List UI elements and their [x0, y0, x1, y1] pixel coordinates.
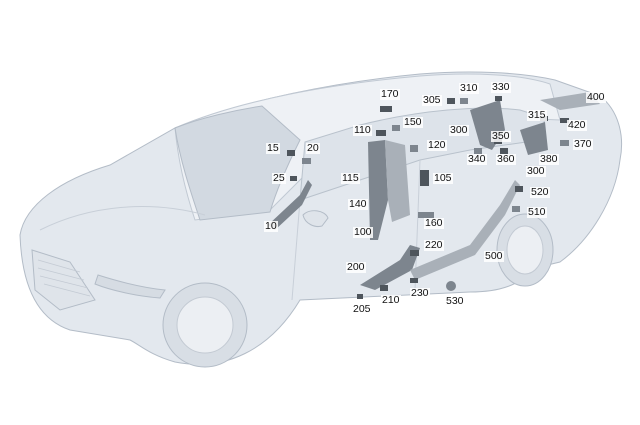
callout-520[interactable]: 520 — [530, 186, 550, 198]
callout-370[interactable]: 370 — [573, 138, 593, 150]
callout-115[interactable]: 115 — [341, 172, 360, 184]
part-rear-trim-380 — [520, 122, 548, 155]
callout-400[interactable]: 400 — [586, 91, 606, 103]
part-clip-220 — [410, 250, 419, 256]
callout-110[interactable]: 110 — [353, 124, 372, 136]
callout-150[interactable]: 150 — [403, 116, 423, 128]
headlight — [94, 274, 166, 299]
callout-330[interactable]: 330 — [491, 81, 511, 93]
front-wheel-rim — [176, 296, 234, 354]
part-clip-360 — [500, 148, 508, 154]
callout-120[interactable]: 120 — [427, 139, 447, 151]
callout-300-upper[interactable]: 300 — [449, 124, 469, 136]
callout-420[interactable]: 420 — [567, 119, 587, 131]
part-clip-15 — [287, 150, 295, 156]
part-clip-420 — [560, 118, 569, 123]
callout-300-lower[interactable]: 300 — [526, 165, 546, 177]
part-b-pillar-lower — [385, 140, 410, 222]
part-a-pillar-trim — [268, 180, 312, 230]
part-clip-230 — [410, 278, 418, 283]
part-sill-front — [360, 245, 420, 290]
callout-500[interactable]: 500 — [484, 250, 504, 262]
callout-140[interactable]: 140 — [348, 198, 368, 210]
callout-100[interactable]: 100 — [353, 226, 373, 238]
front-grille — [31, 249, 96, 311]
callout-220[interactable]: 220 — [424, 239, 444, 251]
part-clip-510 — [512, 206, 520, 212]
part-clip-110 — [376, 130, 386, 136]
part-clip-340 — [474, 148, 482, 154]
part-clip-205 — [357, 294, 363, 299]
callout-170[interactable]: 170 — [380, 88, 400, 100]
door-line-front — [291, 199, 301, 301]
callout-25[interactable]: 25 — [272, 172, 286, 184]
callout-350[interactable]: 350 — [491, 130, 511, 142]
callout-315[interactable]: 315 — [527, 109, 547, 121]
callout-10[interactable]: 10 — [264, 220, 278, 232]
part-clip-150 — [392, 125, 400, 131]
part-clip-160 — [418, 212, 434, 218]
callout-230[interactable]: 230 — [410, 287, 430, 299]
part-clip-370 — [560, 140, 569, 146]
part-clip-25 — [290, 176, 297, 181]
callout-160[interactable]: 160 — [424, 217, 444, 229]
callout-105[interactable]: 105 — [433, 172, 453, 184]
part-grommet-530 — [446, 281, 456, 291]
callout-360[interactable]: 360 — [496, 153, 516, 165]
side-mirror — [302, 210, 329, 227]
part-clip-120 — [410, 145, 418, 152]
grille-slats — [37, 259, 91, 297]
callout-200[interactable]: 200 — [346, 261, 366, 273]
part-clip-20 — [302, 158, 311, 164]
callout-340[interactable]: 340 — [467, 153, 487, 165]
callout-310[interactable]: 310 — [459, 82, 479, 94]
part-clip-305 — [447, 98, 455, 104]
part-clip-330 — [495, 96, 502, 101]
callout-15[interactable]: 15 — [266, 142, 280, 154]
callout-530[interactable]: 530 — [445, 295, 465, 307]
trim-parts — [268, 92, 600, 299]
callout-380[interactable]: 380 — [539, 153, 559, 165]
part-parcel-shelf — [540, 92, 600, 110]
callout-20[interactable]: 20 — [306, 142, 320, 154]
part-clip-310 — [460, 98, 468, 104]
callout-510[interactable]: 510 — [527, 206, 547, 218]
part-clip-520 — [515, 186, 523, 192]
part-b-pillar-upper — [368, 140, 388, 240]
callout-305[interactable]: 305 — [422, 94, 442, 106]
callout-205[interactable]: 205 — [352, 303, 372, 315]
part-clip-170 — [380, 106, 392, 112]
callout-210[interactable]: 210 — [381, 294, 401, 306]
hood-line — [39, 206, 206, 231]
part-clip-105 — [420, 170, 429, 186]
rear-wheel-rim — [506, 225, 544, 275]
part-clip-210 — [380, 285, 388, 291]
part-sill-rear — [410, 180, 520, 280]
